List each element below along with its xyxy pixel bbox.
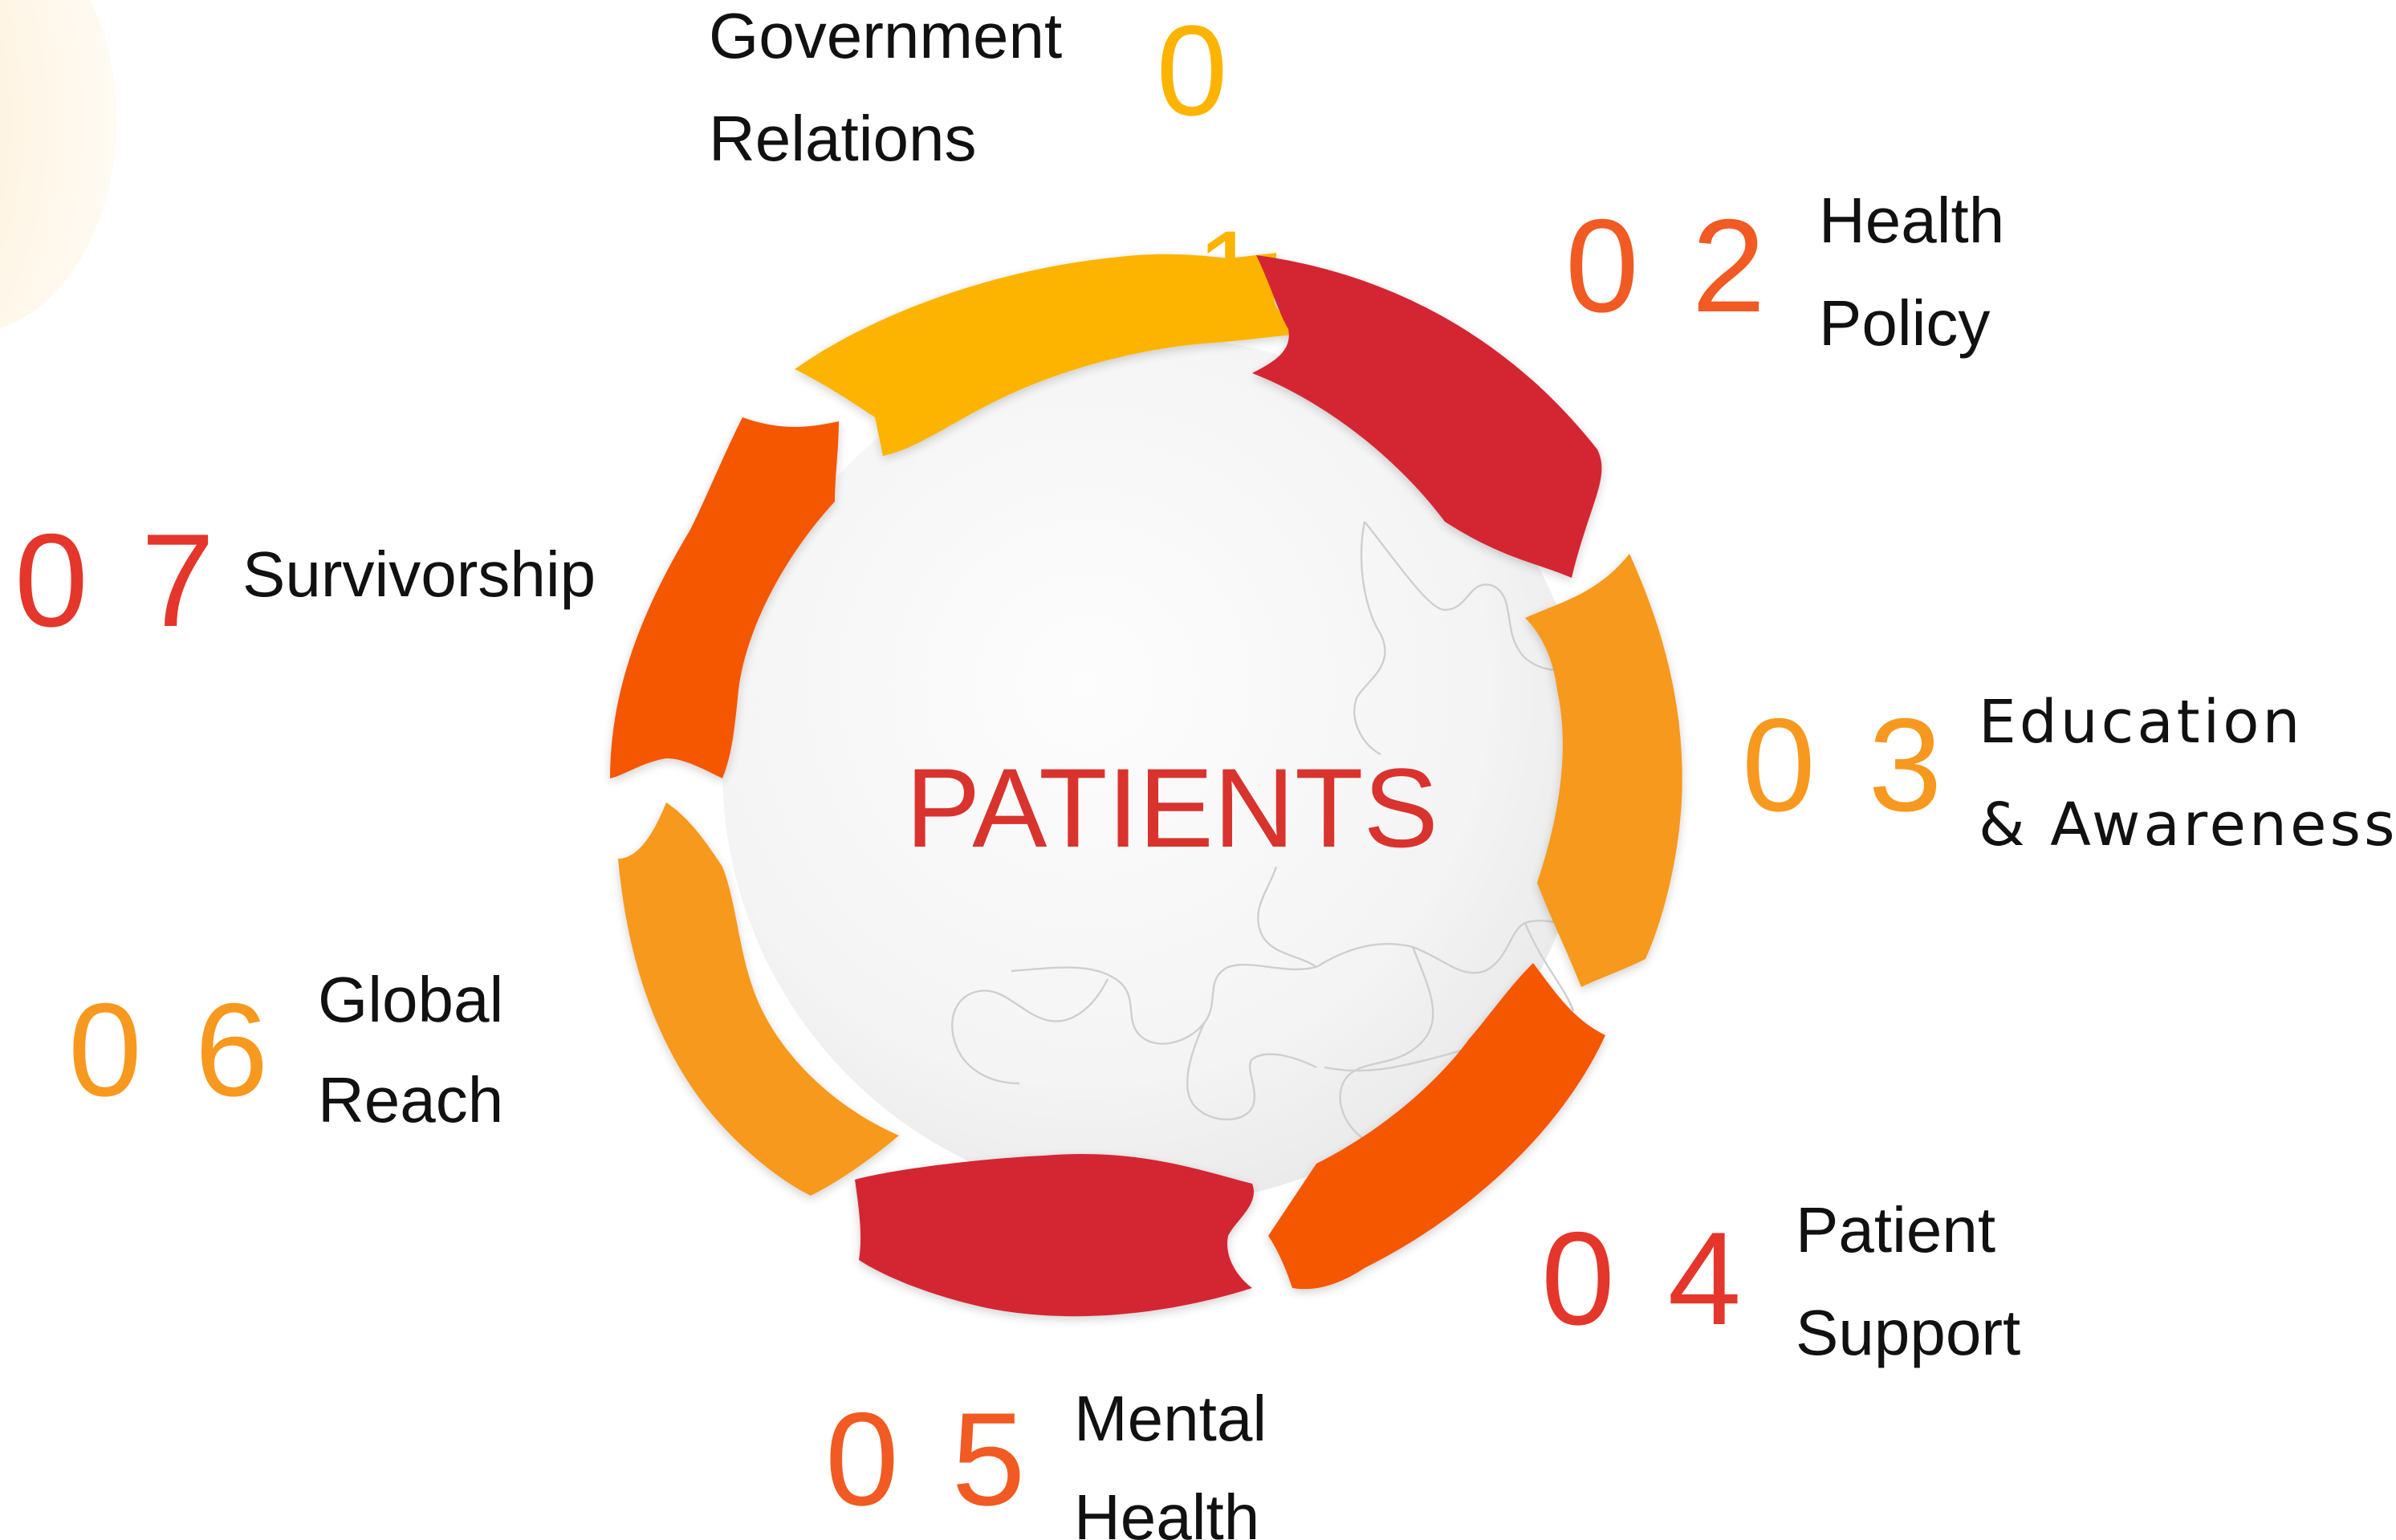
item-01-number: 0 [1157, 0, 1228, 142]
item-02-health-policy: 0 2 Health Policy [1565, 185, 2004, 359]
center-label: PATIENTS [905, 745, 1438, 871]
item-01-label-line2: Relations [709, 103, 977, 174]
item-02-number: 0 2 [1565, 192, 1773, 339]
item-07-survivorship: 0 7 Survivorship [14, 506, 596, 654]
item-04-number: 0 4 [1541, 1205, 1749, 1352]
item-06-number: 0 6 [68, 976, 276, 1124]
segment-7-survivorship [610, 417, 839, 778]
segment-5-mental-health [855, 1154, 1255, 1317]
item-04-label-line2: Support [1796, 1297, 2020, 1368]
item-03-education-awareness: 0 3 Education & Awareness [1742, 688, 2396, 859]
item-05-number: 0 5 [825, 1385, 1033, 1533]
item-02-label-line1: Health [1819, 185, 2004, 256]
item-03-label-line2: & Awareness [1979, 790, 2396, 859]
item-04-label-line1: Patient [1796, 1194, 1995, 1266]
item-04-patient-support: 0 4 Patient Support [1541, 1194, 2020, 1368]
item-03-label-line1: Education [1979, 688, 2303, 757]
item-06-label-line2: Reach [318, 1064, 503, 1136]
item-05-mental-health: 0 5 Mental Health [825, 1383, 1267, 1540]
item-06-global-reach: 0 6 Global Reach [68, 964, 503, 1136]
item-01-number-cont: 1 [1197, 207, 1259, 333]
segment-4-patient-support [1268, 963, 1605, 1290]
item-01-label-line1: Government [709, 0, 1062, 71]
ring-segments [610, 253, 1682, 1317]
item-05-label-line2: Health [1074, 1481, 1259, 1540]
item-03-number: 0 3 [1742, 691, 1950, 839]
segment-3-education-awareness [1525, 554, 1682, 987]
center-circle [722, 337, 1589, 1204]
segment-6-global-reach [618, 803, 899, 1196]
segment-1-government-relations [795, 253, 1300, 456]
item-02-label-line2: Policy [1819, 287, 1990, 359]
segment-2-health-policy [1252, 255, 1602, 578]
item-06-label-line1: Global [318, 964, 503, 1035]
jigsaw-puzzle-lines [951, 521, 1598, 1140]
item-07-number: 0 7 [14, 506, 222, 654]
corner-glow-decoration [0, 0, 116, 328]
item-05-label-line1: Mental [1074, 1383, 1267, 1454]
item-07-label-line1: Survivorship [242, 538, 596, 610]
item-01-government-relations: 0 1 Government Relations [709, 0, 1259, 333]
